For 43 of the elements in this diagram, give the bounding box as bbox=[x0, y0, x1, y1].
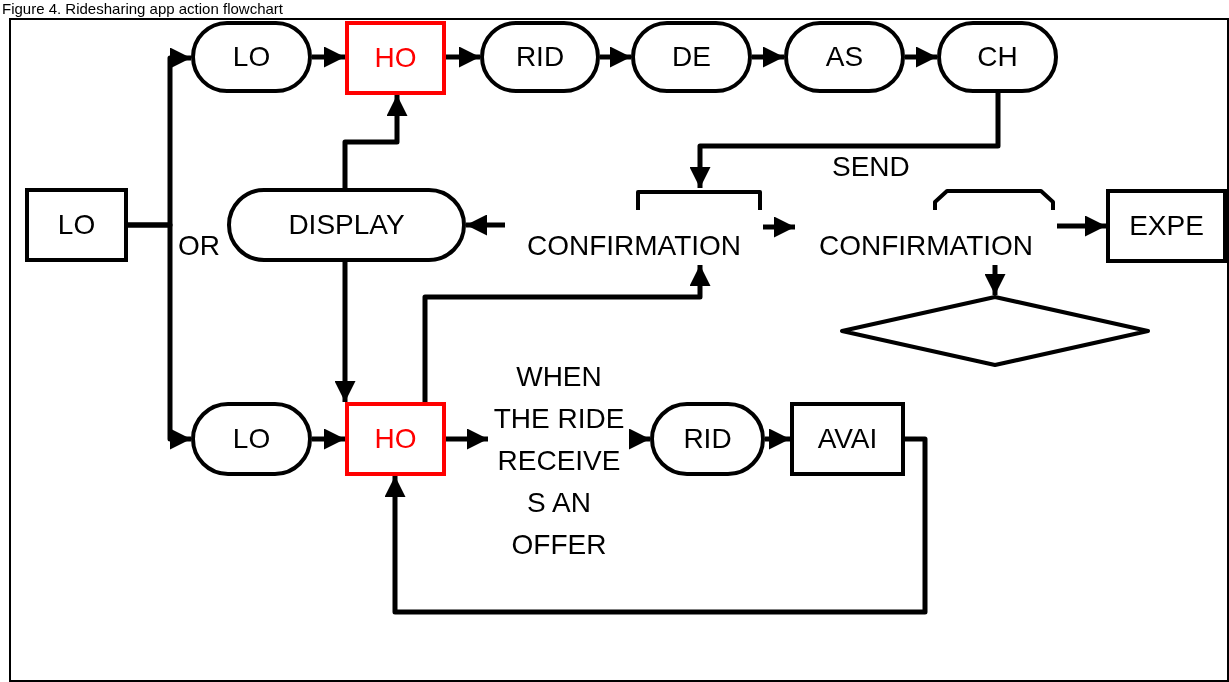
node-label: EXPE bbox=[1129, 211, 1204, 241]
arrow bbox=[128, 222, 191, 450]
arrow bbox=[334, 262, 356, 402]
node-label: LO bbox=[232, 424, 271, 454]
arrow bbox=[752, 46, 784, 68]
arrow bbox=[765, 428, 790, 450]
node-label: WHEN THE RIDE RECEIVE S AN OFFER bbox=[492, 360, 626, 562]
node-label: HO bbox=[374, 43, 417, 73]
process-box bbox=[345, 21, 446, 95]
arrow bbox=[763, 216, 795, 238]
node-label: AVAI bbox=[817, 424, 878, 454]
arrow bbox=[600, 46, 631, 68]
arrow bbox=[312, 428, 345, 450]
arrow bbox=[1057, 215, 1106, 237]
arrow bbox=[446, 428, 488, 450]
node-label: RID bbox=[515, 42, 565, 72]
arrow bbox=[342, 95, 408, 188]
text-label: OR bbox=[178, 231, 220, 261]
node-label: DE bbox=[672, 42, 711, 72]
arrow bbox=[384, 436, 928, 615]
process-box bbox=[790, 402, 905, 476]
arrow bbox=[984, 265, 1006, 295]
arrow bbox=[446, 46, 480, 68]
figure-title: Figure 4. Ridesharing app action flowchart bbox=[2, 0, 283, 17]
process-box bbox=[25, 188, 128, 262]
node-label: LO bbox=[57, 210, 96, 240]
node-label: LO bbox=[232, 42, 271, 72]
process-box bbox=[1106, 189, 1227, 263]
node-label: HO bbox=[374, 424, 417, 454]
arrow bbox=[312, 46, 345, 68]
arrow bbox=[422, 265, 711, 402]
node-label: RID bbox=[683, 424, 732, 454]
node-label: DISPLAY bbox=[288, 210, 405, 240]
node-label: CH bbox=[977, 42, 1018, 72]
node-label: CONFIRMATION bbox=[818, 231, 1034, 261]
decision-diamond bbox=[840, 295, 1150, 367]
arrow bbox=[466, 214, 505, 236]
node-label: CONFIRMATION bbox=[526, 231, 742, 261]
arrow bbox=[689, 93, 1001, 188]
node-label: AS bbox=[825, 42, 864, 72]
arrow bbox=[905, 46, 937, 68]
process-box bbox=[345, 402, 446, 476]
arrow bbox=[629, 428, 650, 450]
